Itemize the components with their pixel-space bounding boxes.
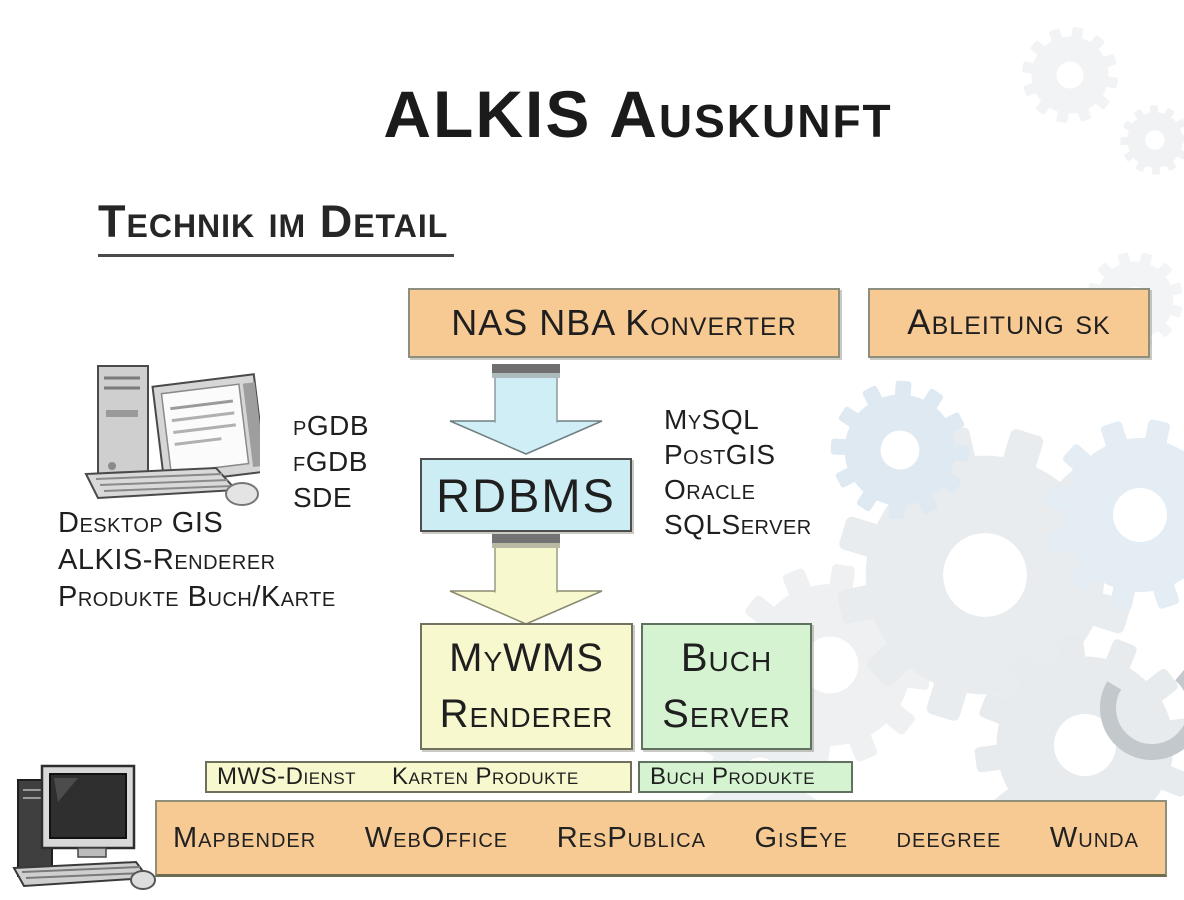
product-item: WebOffice [364, 821, 509, 854]
product-item: Mapbender [173, 821, 317, 854]
workstation-computer-icon [12, 764, 156, 890]
box-nas-nba-konverter: NAS NBA Konverter [408, 288, 840, 358]
box-ableitung-sk: Ableitung sk [868, 288, 1150, 358]
box-mywms-renderer: MyWMS Renderer [420, 623, 633, 750]
db-format-list: pGDB fGDB SDE [293, 408, 369, 516]
box-buch-line1: Buch [680, 636, 773, 681]
db-system-list: MySQL PostGIS Oracle SQLServer [664, 402, 812, 542]
down-arrow-yellow-icon [449, 534, 603, 625]
db-system-label: SQLServer [664, 509, 812, 540]
strip-mws-label1: MWS-Dienst [217, 763, 357, 790]
db-system-label: PostGIS [664, 439, 776, 470]
box-rdbms: RDBMS [420, 458, 632, 532]
strip-mws-dienst: MWS-Dienst Karten Produkte [205, 761, 632, 793]
product-item: Wunda [1049, 821, 1139, 854]
db-format-label: fGDB [293, 446, 368, 477]
desktop-label-list: Desktop GIS ALKIS-Renderer Produkte Buch… [58, 505, 336, 616]
box-mywms-line1: MyWMS [449, 636, 604, 681]
box-buch-server: Buch Server [641, 623, 812, 750]
desktop-label: Desktop GIS [58, 507, 224, 539]
box-mywms-line2: Renderer [439, 691, 614, 736]
product-item: ResPublica [556, 821, 706, 854]
desktop-computer-icon [84, 365, 260, 506]
page-title: ALKIS Auskunft [383, 77, 893, 151]
box-buch-line2: Server [662, 691, 791, 736]
products-bar: Mapbender WebOffice ResPublica GisEye de… [155, 800, 1167, 877]
strip-buch-produkte: Buch Produkte [638, 761, 853, 793]
strip-mws-label2: Karten Produkte [392, 763, 579, 790]
db-format-label: SDE [293, 482, 353, 513]
product-item: deegree [896, 821, 1002, 854]
page-subtitle: Technik im Detail [98, 196, 455, 257]
strip-buch-label: Buch Produkte [650, 763, 816, 790]
desktop-label: Produkte Buch/Karte [58, 581, 336, 613]
db-system-label: MySQL [664, 404, 760, 435]
down-arrow-blue-icon [449, 364, 603, 455]
product-item: GisEye [754, 821, 848, 854]
desktop-label: ALKIS-Renderer [58, 544, 276, 576]
db-system-label: Oracle [664, 474, 756, 505]
db-format-label: pGDB [293, 410, 370, 441]
